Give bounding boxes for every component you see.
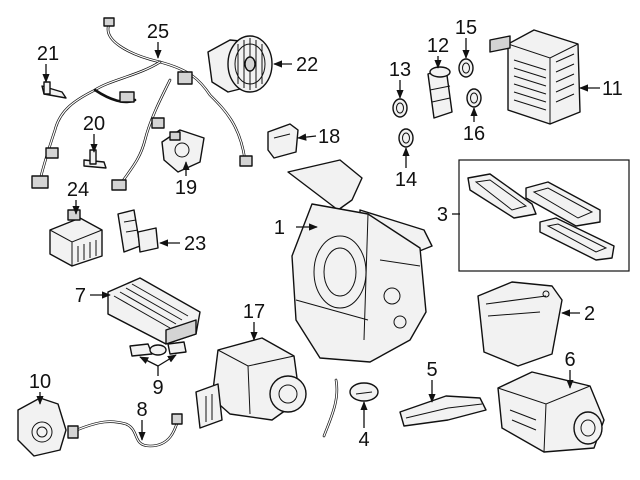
callout-10: 10 <box>29 371 51 393</box>
part-hose-8 <box>67 413 183 448</box>
callout-12: 12 <box>427 35 449 57</box>
leader-9b <box>139 356 159 367</box>
callout-2: 2 <box>584 303 595 325</box>
callout-14: 14 <box>395 169 417 191</box>
callout-labels: 1 2 3 4 5 6 7 8 9 10 11 12 13 14 15 16 1… <box>29 17 623 451</box>
callout-7: 7 <box>75 285 86 307</box>
leader-9c <box>157 354 177 367</box>
part-actuator-23 <box>117 209 159 253</box>
part-hvac-case <box>287 159 433 363</box>
part-bracket-18 <box>267 123 299 159</box>
part-o-ring-15 <box>458 58 474 78</box>
part-gasket-set <box>467 173 615 261</box>
part-panel-2 <box>477 281 563 367</box>
part-cover-10 <box>17 397 67 457</box>
part-blower-motor <box>207 35 273 93</box>
callout-3: 3 <box>437 204 448 226</box>
part-evaporator-case <box>497 371 605 453</box>
part-resistor <box>49 209 103 267</box>
callout-18: 18 <box>318 126 340 148</box>
callout-24: 24 <box>67 179 89 201</box>
callout-4: 4 <box>358 429 369 451</box>
part-o-ring-13 <box>392 98 408 118</box>
callout-9: 9 <box>152 377 163 399</box>
part-evaporator-core <box>489 29 581 125</box>
callout-15: 15 <box>455 17 477 39</box>
callout-23: 23 <box>184 233 206 255</box>
part-seals-9 <box>129 341 187 357</box>
callout-1: 1 <box>274 217 285 239</box>
callout-21: 21 <box>37 43 59 65</box>
part-o-ring-14 <box>398 128 414 148</box>
leader-lines <box>36 38 600 441</box>
callout-19: 19 <box>175 177 197 199</box>
callout-17: 17 <box>243 301 265 323</box>
part-wiring-harness <box>31 17 253 191</box>
callout-5: 5 <box>426 359 437 381</box>
part-drain-tube-4 <box>322 378 379 438</box>
callout-22: 22 <box>296 54 318 76</box>
part-blower-housing <box>195 337 307 429</box>
callout-8: 8 <box>136 399 147 421</box>
callout-13: 13 <box>389 59 411 81</box>
part-expansion-valve <box>427 66 453 119</box>
part-duct-5 <box>399 395 487 427</box>
part-clip-21 <box>41 81 67 99</box>
gasket-set-box <box>458 159 630 272</box>
callout-25: 25 <box>147 21 169 43</box>
part-o-ring-16 <box>466 88 482 108</box>
callout-6: 6 <box>564 349 575 371</box>
callout-16: 16 <box>463 123 485 145</box>
callout-11: 11 <box>602 78 623 100</box>
part-heater-core <box>107 277 201 345</box>
part-clip-20 <box>83 149 107 169</box>
callout-20: 20 <box>83 113 105 135</box>
leader-18 <box>297 133 317 141</box>
part-actuator-19 <box>161 129 205 173</box>
